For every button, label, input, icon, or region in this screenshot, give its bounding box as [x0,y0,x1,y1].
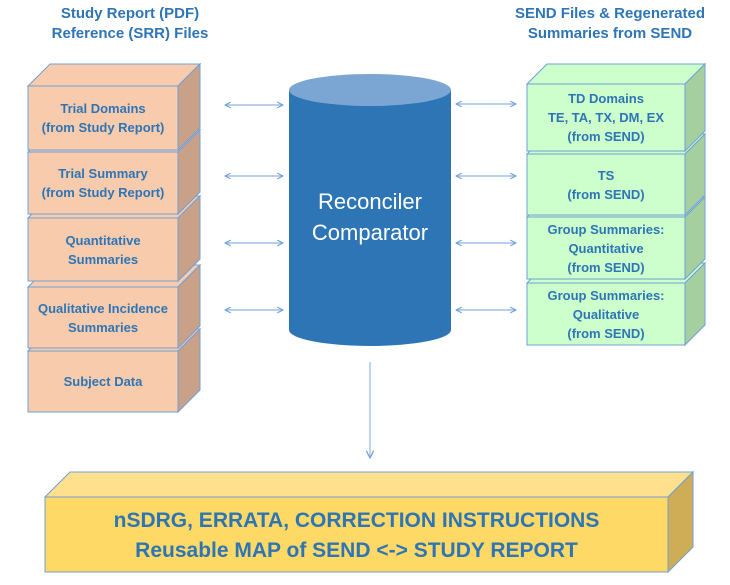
right-box-stack [525,62,707,347]
right-box-label-line: TD Domains [568,91,644,106]
reconciler-cylinder[interactable] [289,74,451,346]
left-box-label-line: (from Study Report) [41,185,165,200]
left-box-label-line: Trial Summary [58,166,148,181]
left-box-front [27,151,179,215]
left-box-label-line: Subject Data [63,374,143,389]
right-box-label-line: (from SEND) [567,186,645,202]
left-box-label-line: Quantitative [65,232,141,248]
left-heading-line-1: Study Report (PDF) [60,5,200,22]
output-box-top [43,471,695,498]
right-box-label: TS (from SEND) [527,154,685,215]
left-box-front [27,85,179,151]
left-heading-line-2: Reference (SRR) Files [51,25,209,42]
left-box-label-line: Trial Domains [60,101,146,116]
right-box-label-line: Group Summaries: [547,287,665,303]
reconciler-label-line-1: Reconciler [318,189,422,214]
output-label-line-1: nSDRG, ERRATA, CORRECTION INSTRUCTIONS [113,509,600,532]
left-box-front [27,350,179,413]
left-box-label-line: Summaries [67,251,139,267]
right-column-heading: SEND Files & Regenerated Summaries from … [490,4,730,44]
right-box-front [526,282,686,346]
left-box-1[interactable] [26,62,202,152]
output-label-line-2: Reusable MAP of SEND <-> STUDY REPORT [135,539,578,562]
left-box-label-line: (from Study Report) [41,120,165,135]
reconciler-label-line-2: Comparator [311,220,429,245]
left-box-label-line: Summaries [67,319,139,335]
connectors [225,104,516,310]
right-box-label-line: Qualitative [572,306,640,322]
left-box-front [27,286,179,349]
left-box-label-line: Qualitative Incidence [37,300,169,316]
right-box-front [526,153,686,216]
right-box-label-line: (from SEND) [567,325,645,341]
right-box-label: Group Summaries: Quantitative (from SEND) [527,217,685,279]
left-box-stack [26,62,202,414]
output-box-front [44,496,669,573]
right-heading-line-2: Summaries from SEND [527,25,693,42]
right-box-label: Group Summaries: Qualitative (from SEND) [527,283,685,345]
reconciler-label: Reconciler Comparator [289,186,451,248]
left-box-top [26,63,202,87]
cylinder-top [289,74,451,106]
right-box-1[interactable] [525,62,707,153]
right-box-label-line: Quantitative [568,240,644,256]
output-box[interactable] [43,470,695,574]
left-box-label: Subject Data [28,351,178,412]
output-box-label: nSDRG, ERRATA, CORRECTION INSTRUCTIONS R… [45,500,668,572]
right-box-front [526,216,686,280]
right-heading-line-1: SEND Files & Regenerated [514,5,706,22]
right-box-label-line: Group Summaries: [547,221,665,237]
left-column-heading: Study Report (PDF) Reference (SRR) Files [20,4,240,44]
right-box-front [526,83,686,152]
cylinder-body [289,90,451,346]
left-box-label: Trial Summary (from Study Report) [28,152,178,214]
left-box-front [27,217,179,282]
right-box-top [525,63,707,85]
right-box-label-line: (from SEND) [567,129,645,144]
right-box-label-line: TE, TA, TX, DM, EX [547,110,665,125]
right-box-label-line: TS [597,167,615,183]
left-box-5[interactable] [26,327,202,414]
left-box-label: Trial Domains (from Study Report) [28,86,178,150]
right-box-label-line: (from SEND) [567,259,645,275]
